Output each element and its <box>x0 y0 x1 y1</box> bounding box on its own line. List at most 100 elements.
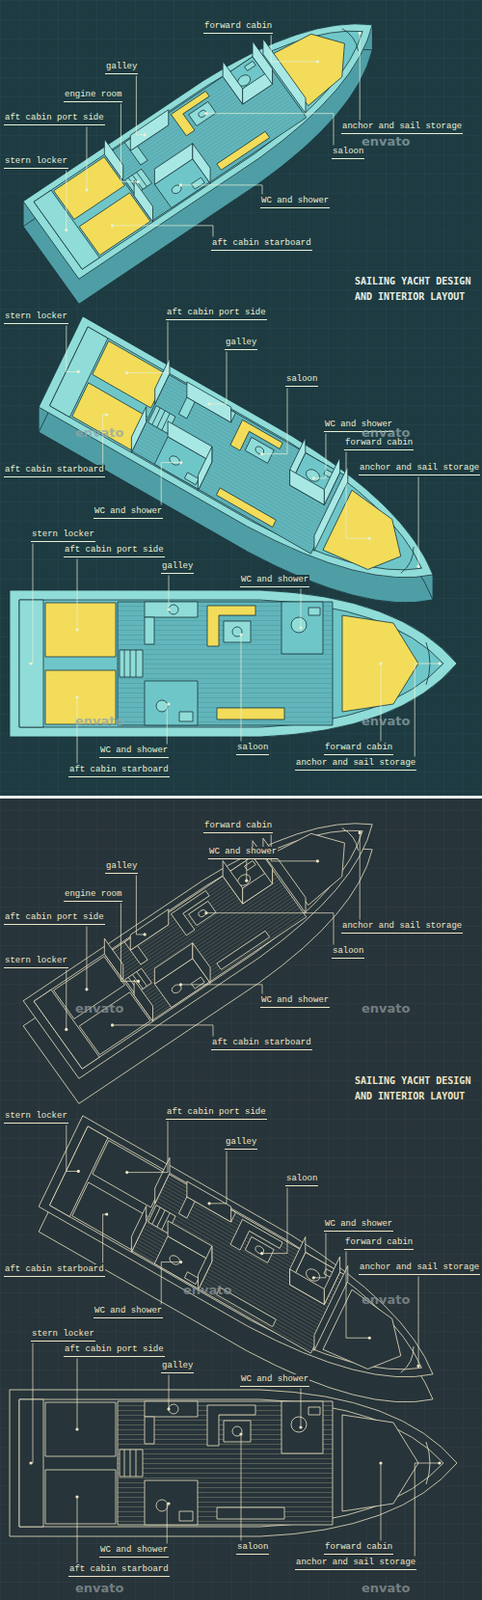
hull-side <box>23 11 401 305</box>
part-label: WC and shower <box>260 994 330 1008</box>
wc-forward <box>281 601 323 654</box>
leader-line <box>418 477 420 567</box>
leader-dot <box>416 1364 420 1367</box>
anchor-locker <box>401 546 418 575</box>
basin <box>308 607 321 616</box>
steps <box>152 1206 170 1230</box>
hull-interior <box>19 1398 444 1527</box>
part-label: galley <box>224 337 258 350</box>
part-label: anchor and sail storage <box>294 757 417 771</box>
galley-counter <box>144 601 198 617</box>
leader-dot <box>316 858 320 862</box>
hull-side <box>23 795 401 1089</box>
leader-dot <box>378 1460 382 1464</box>
bulkhead <box>192 942 211 983</box>
leader-line <box>127 1121 168 1173</box>
leader-line <box>166 1502 169 1544</box>
leader-line <box>30 1342 33 1464</box>
leader-dot <box>75 695 79 698</box>
leader-dot <box>378 661 382 665</box>
leader-line <box>127 321 168 374</box>
leader-dot <box>125 371 129 375</box>
steps <box>124 1448 136 1476</box>
part-label: engine room <box>63 888 123 902</box>
watermark: envato <box>75 1000 124 1017</box>
part-label: galley <box>224 1136 258 1150</box>
part-label: engine room <box>63 89 123 103</box>
leader-line <box>180 984 263 994</box>
hull-outline <box>23 0 401 279</box>
hull-interior <box>33 0 387 269</box>
part-label: anchor and sail storage <box>358 462 481 476</box>
hull-side <box>23 3 401 297</box>
table-mark <box>196 908 208 918</box>
leader-dot <box>204 111 208 115</box>
bulkhead <box>197 446 212 491</box>
leader-dot <box>84 987 88 991</box>
bulkhead <box>314 1264 349 1350</box>
wc-aft <box>144 680 198 725</box>
bulkhead <box>290 1268 325 1304</box>
leader-line <box>103 1213 108 1262</box>
part-label: WC and shower <box>99 1544 169 1557</box>
part-label: forward cabin <box>323 742 394 755</box>
leader-line <box>168 1374 170 1410</box>
bulkhead <box>314 465 349 551</box>
leader-dot <box>77 370 81 374</box>
leader-dot <box>298 625 302 629</box>
basin <box>244 60 257 71</box>
yacht-view <box>9 589 457 737</box>
part-label: forward cabin <box>323 1541 394 1554</box>
toilet <box>170 183 184 195</box>
anchor-locker <box>401 1345 418 1374</box>
galley-counter <box>144 1416 155 1444</box>
part-label: stern locker <box>30 529 96 542</box>
part-label: WC and shower <box>99 745 169 758</box>
leader-dot <box>437 661 441 665</box>
leader-line <box>300 589 302 629</box>
part-label: anchor and sail storage <box>358 1261 481 1275</box>
hull-side <box>23 0 401 293</box>
part-label: saloon <box>236 1541 269 1554</box>
leader-line <box>120 104 138 183</box>
part-label: stern locker <box>3 955 69 968</box>
part-label: WC and shower <box>93 1305 163 1318</box>
hull-side <box>23 791 401 1085</box>
leader-line <box>112 1024 214 1037</box>
leader-dot <box>77 1169 81 1173</box>
watermark: envato <box>361 425 410 441</box>
part-label: aft cabin starboard <box>211 1037 313 1050</box>
bulkhead <box>290 469 325 505</box>
toilet <box>156 699 168 712</box>
leader-dot <box>204 910 208 914</box>
leader-dot <box>368 1336 372 1339</box>
aft-berth-port <box>45 1401 116 1456</box>
part-label: galley <box>160 561 194 574</box>
basin <box>244 859 257 870</box>
watermark: envato <box>361 133 410 150</box>
saloon-settee <box>216 1506 285 1519</box>
hull-side <box>23 7 401 301</box>
leader-dot <box>312 1275 316 1279</box>
leader-line <box>359 32 361 120</box>
forward-berth <box>342 1414 419 1511</box>
leader-line <box>160 1261 181 1305</box>
basin <box>308 1406 321 1415</box>
part-label: aft cabin starboard <box>3 1263 106 1277</box>
watermark: envato <box>75 713 124 729</box>
leader-line <box>77 696 79 764</box>
anchor-locker <box>342 826 362 851</box>
part-label: saloon <box>236 742 269 755</box>
part-label: aft cabin starboard <box>3 464 106 478</box>
saloon-settee <box>216 131 270 170</box>
separator <box>0 795 482 799</box>
saloon-table <box>223 620 251 643</box>
basin <box>184 472 199 485</box>
part-label: stern locker <box>30 1328 96 1341</box>
wc-forward <box>281 1400 323 1453</box>
leader-line <box>241 634 242 742</box>
leader-dot <box>110 223 114 227</box>
part-label: aft cabin port side <box>3 112 106 126</box>
bulkhead <box>187 1180 232 1222</box>
